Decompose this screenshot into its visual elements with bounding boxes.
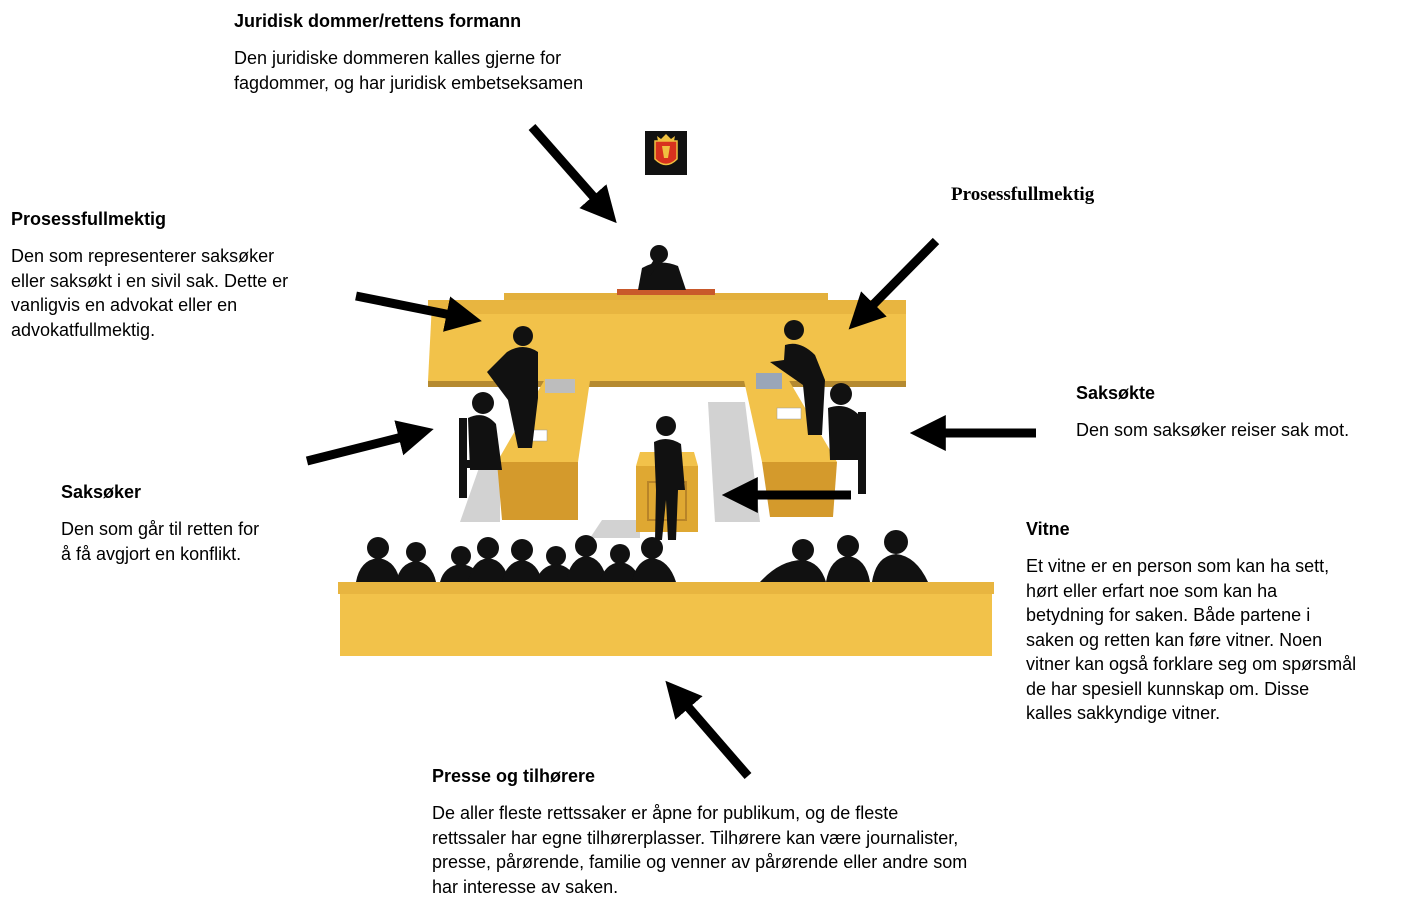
right-lawyer-silhouette xyxy=(770,320,825,435)
prosess-left-title: Prosessfullmektig xyxy=(11,209,167,229)
prosess-right-title: Prosessfullmektig xyxy=(951,184,1095,205)
plaintiff-silhouette xyxy=(459,392,502,498)
judge-description: Den juridiske dommeren kalles gjerne for… xyxy=(234,48,584,93)
saksoker-description: Den som går til retten for å få avgjort … xyxy=(61,519,260,564)
arrow-to-plaintiff xyxy=(305,420,434,466)
witness-silhouette xyxy=(654,416,685,540)
arrow-to-judge xyxy=(528,124,617,224)
saksokte-description: Den som saksøker reiser sak mot. xyxy=(1076,420,1350,440)
judge-silhouette xyxy=(638,245,686,290)
defendant-silhouette xyxy=(828,383,866,494)
royal-emblem-icon xyxy=(645,131,687,175)
presse-description: De aller fleste rettssaker er åpne for p… xyxy=(432,803,968,897)
right-counsel-table xyxy=(741,367,837,517)
saksokte-title: Saksøkte xyxy=(1076,383,1156,403)
judge-callout: Juridisk dommer/rettens formann Den juri… xyxy=(234,10,654,95)
vitne-title: Vitne xyxy=(1026,519,1070,539)
judge-title: Juridisk dommer/rettens formann xyxy=(234,11,522,31)
saksoker-title: Saksøker xyxy=(61,482,142,502)
saksokte-callout: Saksøkte Den som saksøker reiser sak mot… xyxy=(1076,382,1396,443)
presse-title: Presse og tilhørere xyxy=(432,766,596,786)
audience-bench xyxy=(338,582,994,656)
audience-silhouettes xyxy=(356,530,928,582)
pointer-arrows xyxy=(305,124,1036,779)
prosess-left-description: Den som representerer saksøker eller sak… xyxy=(11,246,289,340)
presse-callout: Presse og tilhørere De aller fleste rett… xyxy=(432,765,1052,899)
arrow-to-audience xyxy=(665,680,752,779)
arrow-to-left-lawyer xyxy=(355,291,482,332)
vitne-callout: Vitne Et vitne er en person som kan ha s… xyxy=(1026,518,1404,726)
saksoker-callout: Saksøker Den som går til retten for å få… xyxy=(61,481,321,566)
vitne-description: Et vitne er en person som kan ha sett, h… xyxy=(1026,556,1357,723)
arrow-to-right-lawyer xyxy=(848,237,940,330)
prosess-left-callout: Prosessfullmektig Den som representerer … xyxy=(11,208,341,342)
left-lawyer-silhouette xyxy=(487,326,538,448)
